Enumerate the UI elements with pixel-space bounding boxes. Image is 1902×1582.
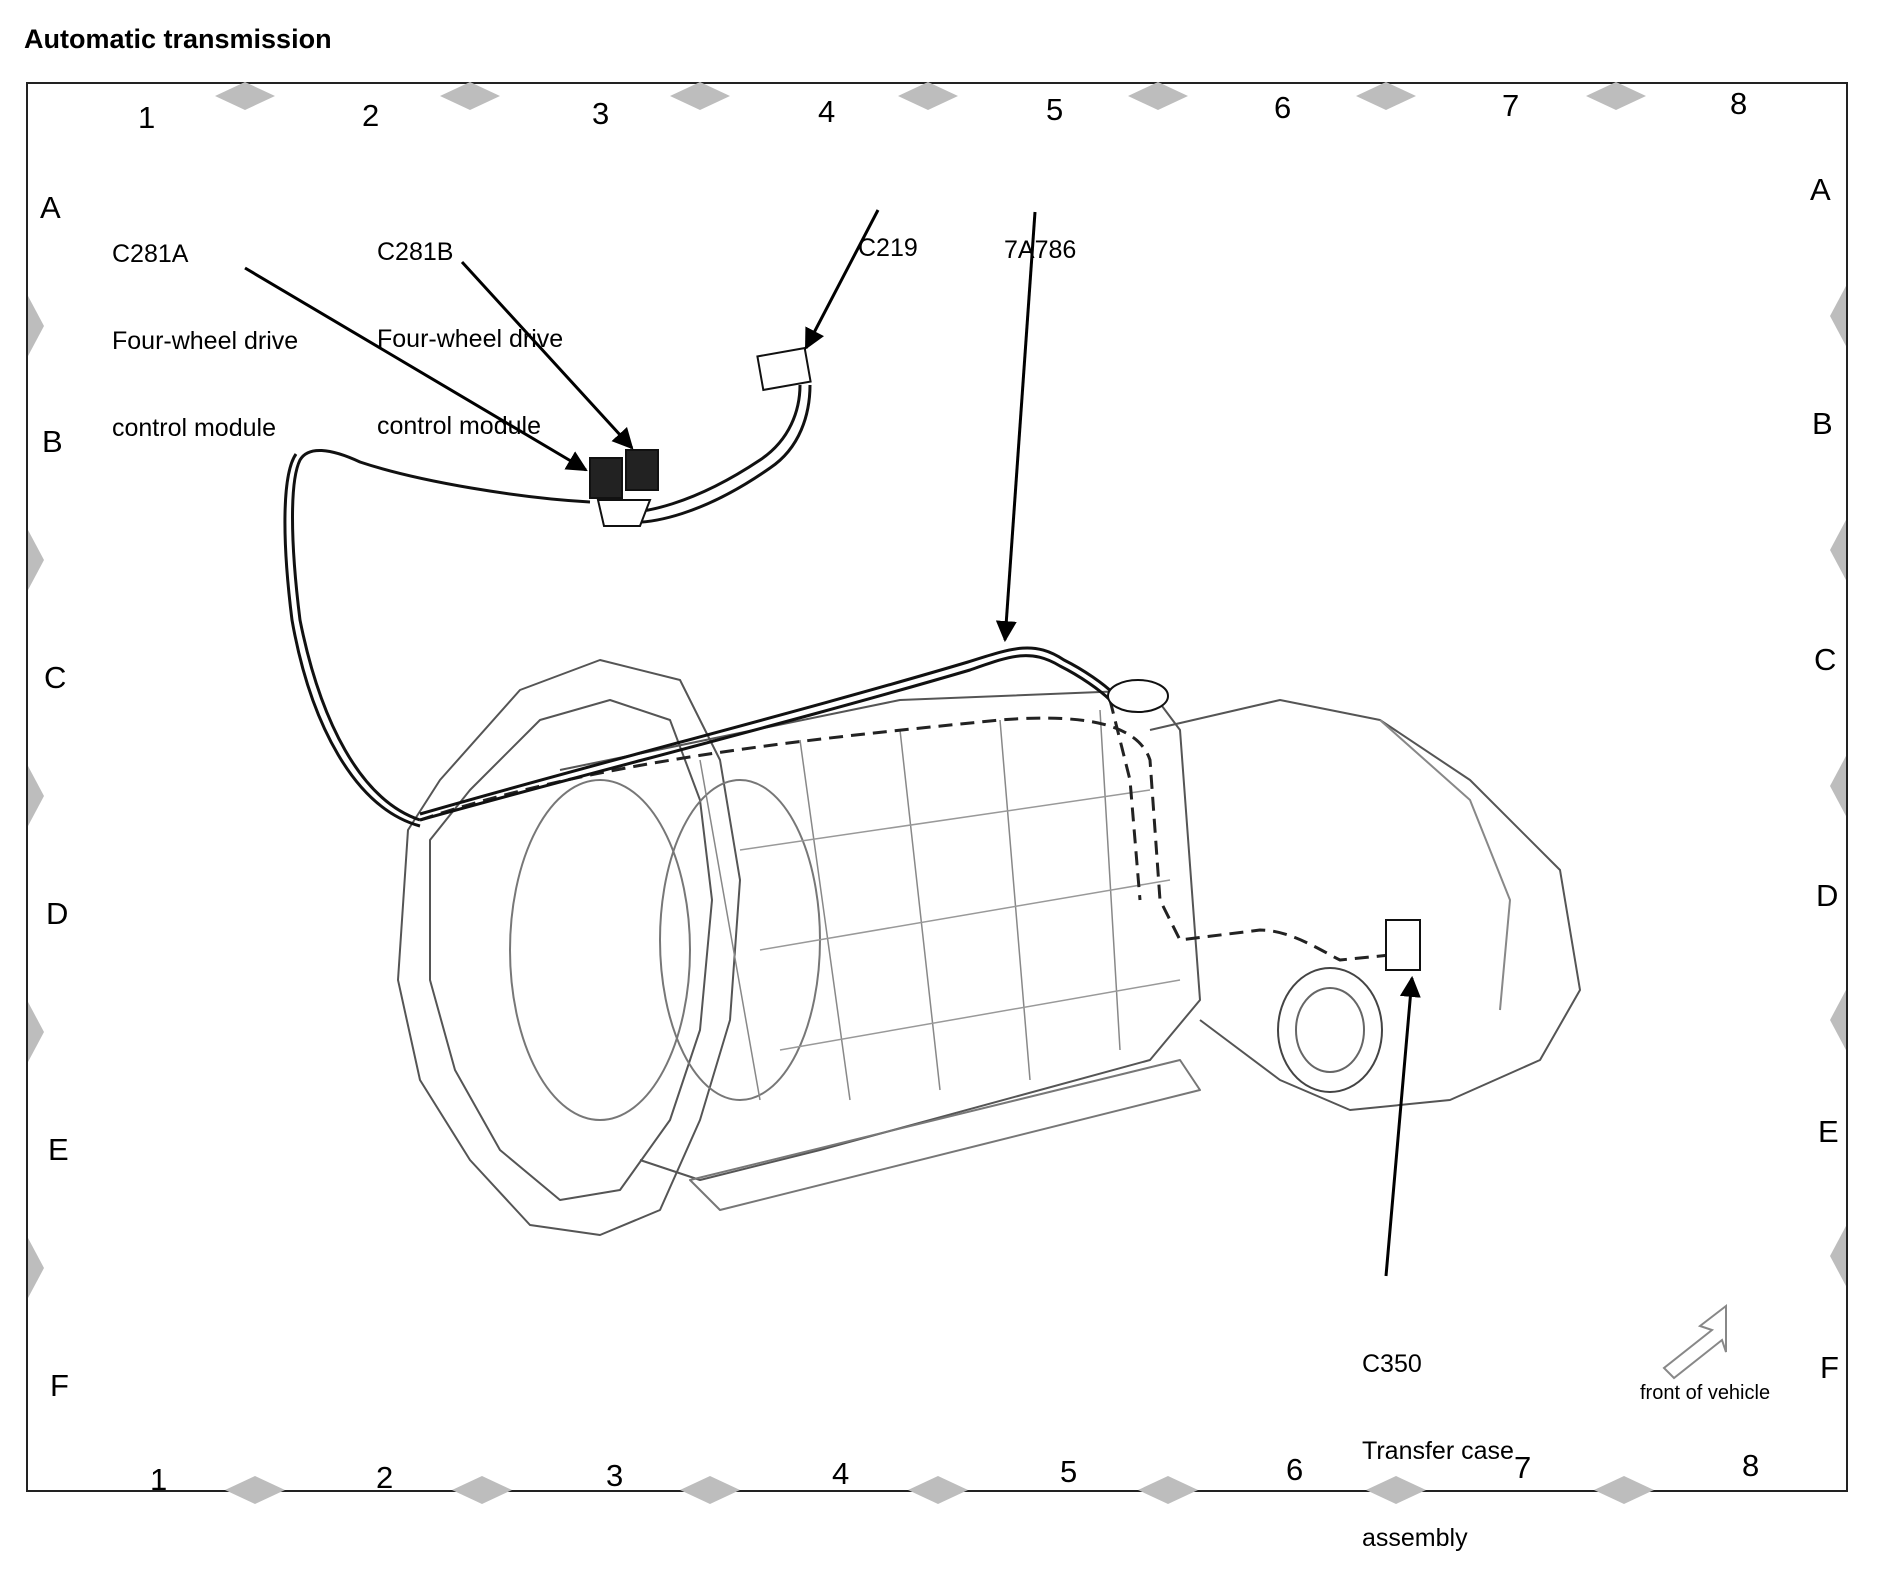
- grid-col-bottom-6: 6: [1286, 1452, 1304, 1487]
- callout-c281a-desc1: Four-wheel drive: [112, 327, 299, 355]
- transmission-illustration: [28, 82, 1846, 1504]
- grid-col-top-2: 2: [362, 98, 380, 133]
- callout-c281b-desc1: Four-wheel drive: [377, 325, 564, 353]
- grid-row-right-d: D: [1816, 878, 1839, 913]
- callout-c281b: C281B Four-wheel drive control module: [377, 180, 563, 470]
- grid-col-bottom-1: 1: [150, 1462, 168, 1497]
- transmission-body: [397, 659, 1581, 1236]
- connector-c219: [756, 346, 812, 392]
- callout-c281a: C281A Four-wheel drive control module: [112, 182, 298, 472]
- callout-c350: C350 Transfer case assembly: [1362, 1292, 1514, 1582]
- diagram-title: Automatic transmission: [24, 24, 332, 54]
- connector-c281b: [625, 449, 659, 491]
- callout-c281b-code: C281B: [377, 238, 454, 266]
- callout-c281b-desc2: control module: [377, 412, 541, 440]
- grid-col-top-5: 5: [1046, 92, 1064, 127]
- grid-col-bottom-3: 3: [606, 1458, 624, 1493]
- connector-c350: [1385, 919, 1421, 971]
- grid-col-top-8: 8: [1730, 86, 1748, 121]
- connector-c281a: [589, 457, 623, 499]
- grid-col-top-7: 7: [1502, 88, 1520, 123]
- callout-7a786-code: 7A786: [1004, 236, 1077, 264]
- callout-c281a-desc2: control module: [112, 414, 276, 442]
- grid-row-left-c: C: [44, 660, 67, 695]
- grid-row-right-c: C: [1814, 642, 1837, 677]
- leader-lines: [244, 209, 1421, 1277]
- grid-col-top-1: 1: [138, 100, 156, 135]
- grid-row-right-f: F: [1820, 1350, 1839, 1385]
- grid-col-bottom-7: 7: [1514, 1450, 1532, 1485]
- grid-row-left-e: E: [48, 1132, 69, 1167]
- connectors: [589, 346, 1421, 971]
- callout-c350-desc2: assembly: [1362, 1524, 1468, 1552]
- callout-c350-desc1: Transfer case: [1362, 1437, 1514, 1465]
- grid-col-top-6: 6: [1274, 90, 1292, 125]
- grid-col-bottom-5: 5: [1060, 1454, 1078, 1489]
- grid-col-bottom-4: 4: [832, 1456, 850, 1491]
- grid-row-left-b: B: [42, 424, 63, 459]
- grid-row-right-e: E: [1818, 1114, 1839, 1149]
- front-of-vehicle-label: front of vehicle: [1640, 1382, 1771, 1404]
- callout-c350-code: C350: [1362, 1350, 1422, 1378]
- connector-7a786-fitting: [1107, 679, 1169, 713]
- front-arrow-icon: [1662, 1303, 1727, 1380]
- grid-col-top-3: 3: [592, 96, 610, 131]
- frame-ticks: [28, 82, 1846, 1504]
- grid-col-bottom-2: 2: [376, 1460, 394, 1495]
- callout-7a786: 7A786: [1004, 178, 1076, 294]
- grid-col-top-4: 4: [818, 94, 836, 129]
- grid-row-left-f: F: [50, 1368, 69, 1403]
- grid-col-bottom-8: 8: [1742, 1448, 1760, 1483]
- callout-c219: C219: [858, 176, 918, 292]
- grid-row-right-a: A: [1810, 172, 1831, 207]
- grid-row-right-b: B: [1812, 406, 1833, 441]
- callout-c219-code: C219: [858, 234, 918, 262]
- callout-c281a-code: C281A: [112, 240, 189, 268]
- grid-row-left-d: D: [46, 896, 69, 931]
- grid-row-left-a: A: [40, 190, 61, 225]
